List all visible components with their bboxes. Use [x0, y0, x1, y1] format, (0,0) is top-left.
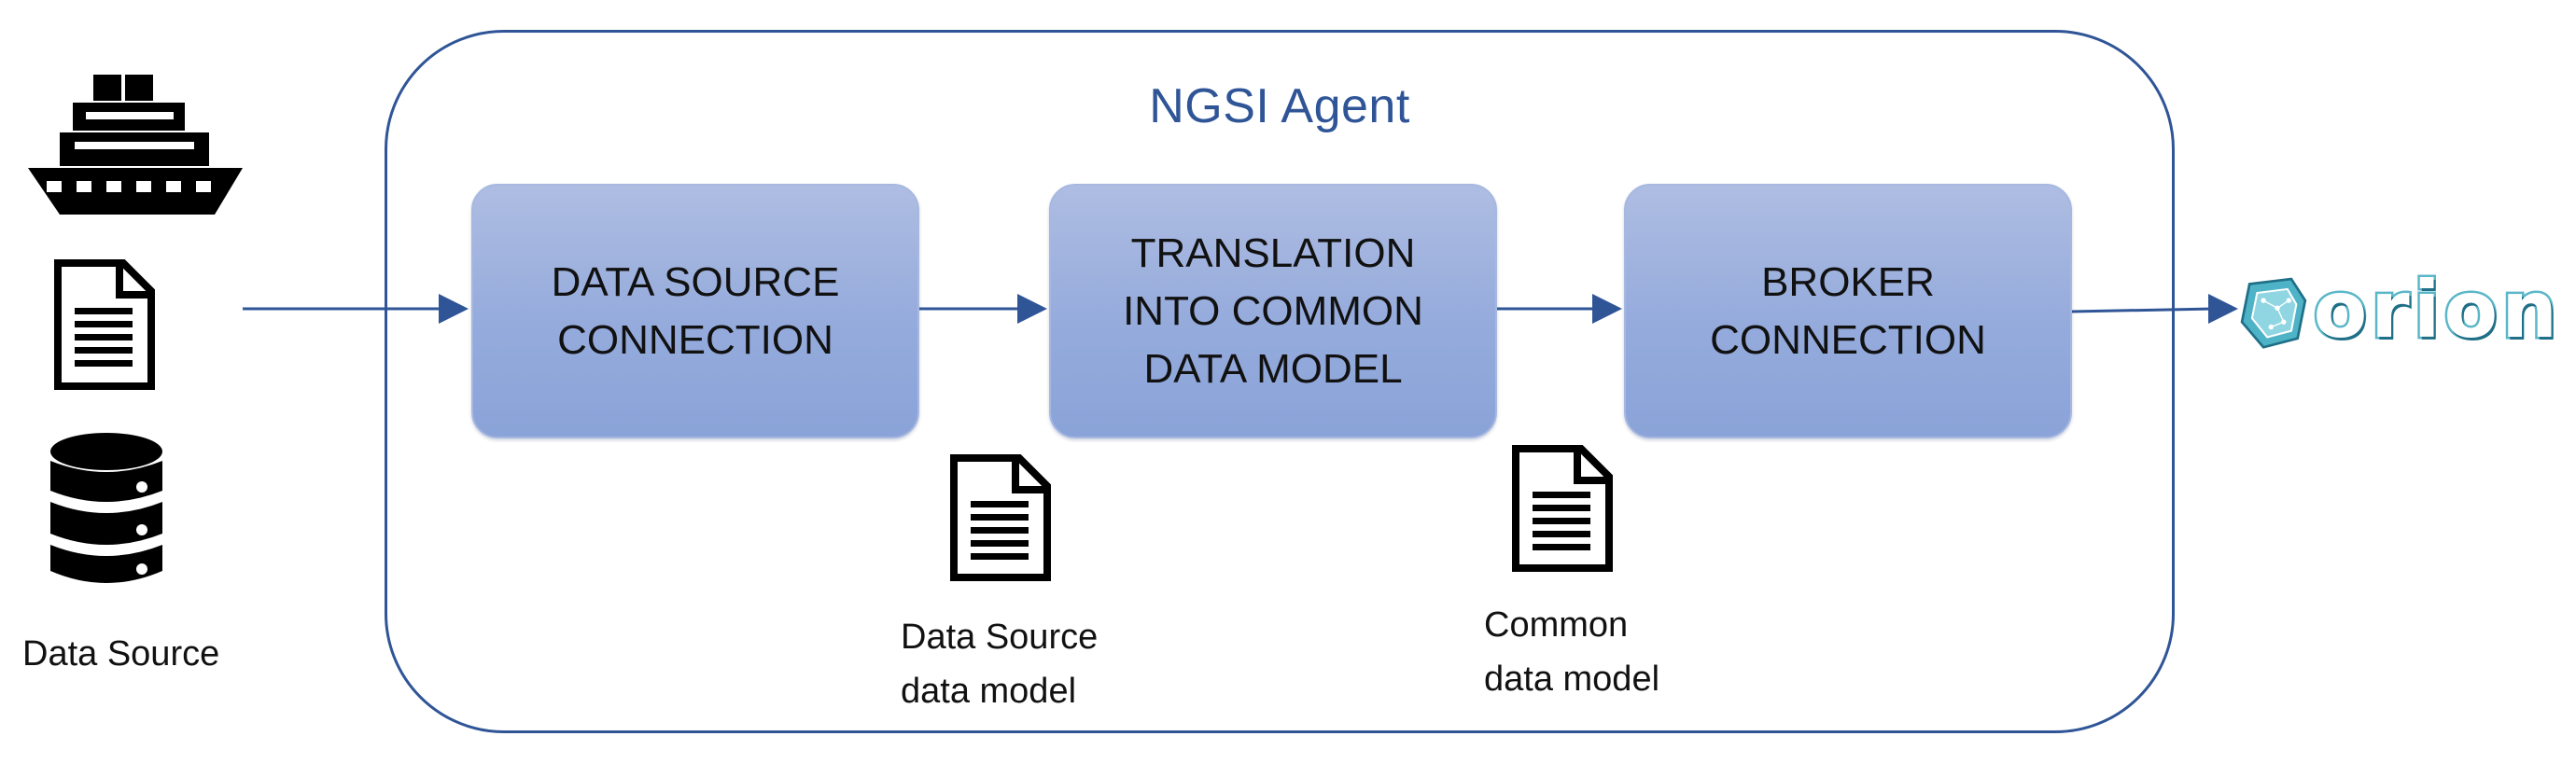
common-model-document-icon: [1512, 445, 1613, 572]
ship-icon: [28, 75, 243, 215]
data-source-model-caption: Data Source data model: [901, 618, 1099, 711]
orion-gem-icon: [2240, 277, 2307, 349]
ngsi-agent-frame: [385, 30, 2175, 733]
database-icon: [50, 433, 162, 583]
arrowhead-3: [1592, 294, 1622, 324]
broker-connection-stage: BROKER CONNECTION: [1624, 184, 2072, 438]
orion-logo: orion: [2238, 247, 2561, 378]
orion-wordmark: orion: [2311, 262, 2561, 358]
translation-stage: TRANSLATION INTO COMMON DATA MODEL: [1049, 184, 1497, 438]
arrowhead-1: [439, 294, 469, 324]
arrowhead-4: [2208, 294, 2238, 324]
agent-title: NGSI Agent: [1149, 79, 1410, 133]
common-model-caption: Common data model: [1484, 605, 1660, 699]
arrowhead-2: [1017, 294, 1047, 324]
data-source-model-document-icon: [950, 454, 1051, 581]
data-source-connection-stage: DATA SOURCE CONNECTION: [471, 184, 919, 438]
arrow-broker-to-orion: [2071, 307, 2215, 313]
data-source-caption: Data Source: [22, 634, 220, 674]
document-icon: [54, 259, 155, 390]
